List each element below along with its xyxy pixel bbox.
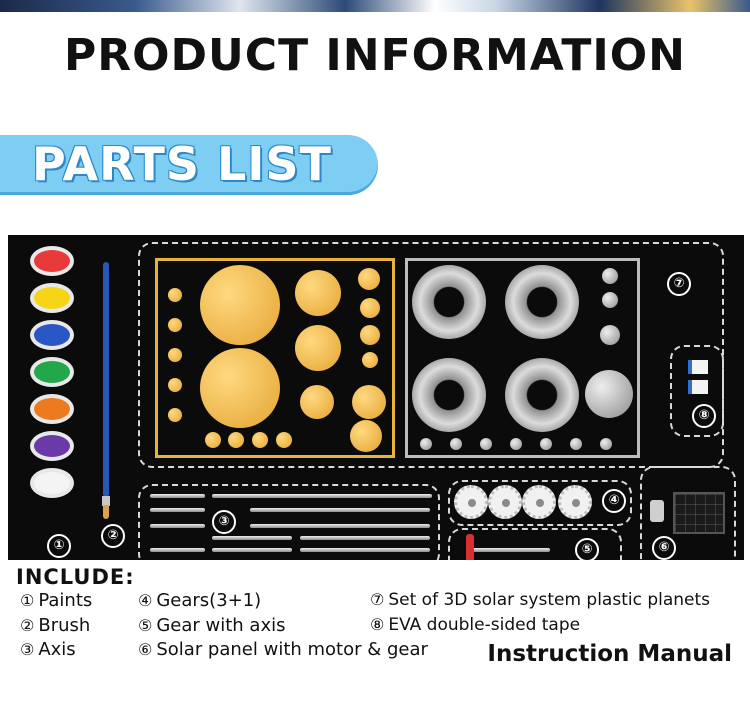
planet-part <box>420 438 432 450</box>
marker-1: ① <box>47 534 71 558</box>
paint-pot <box>30 320 74 350</box>
planet-part <box>602 268 618 284</box>
gear-icon <box>522 485 556 519</box>
marker-7: ⑦ <box>667 272 691 296</box>
paint-pot <box>30 394 74 424</box>
tape-piece <box>688 380 708 394</box>
brush-tip <box>103 505 109 519</box>
planet-part <box>168 408 182 422</box>
planet-part <box>352 385 386 419</box>
tape-region <box>670 345 724 437</box>
planet-part <box>200 348 280 428</box>
axis-rod <box>300 548 430 552</box>
marker-4: ④ <box>602 489 626 513</box>
planet-part <box>540 438 552 450</box>
planet-part <box>205 432 221 448</box>
axis-rod <box>150 548 205 552</box>
gear-icon <box>454 485 488 519</box>
tape-piece <box>688 360 708 374</box>
red-gear-icon <box>466 534 474 564</box>
solar-panel-icon <box>673 492 725 534</box>
axis-rod <box>300 536 430 540</box>
include-heading: INCLUDE: <box>16 565 135 589</box>
gears-region <box>448 480 632 526</box>
marker-2: ② <box>101 524 125 548</box>
planet-part <box>252 432 268 448</box>
parts-list-banner: PARTS LIST <box>0 135 378 195</box>
axis-rod <box>150 494 205 498</box>
axis-rod <box>250 508 430 512</box>
planet-part <box>276 432 292 448</box>
planet-part <box>510 438 522 450</box>
planet-part <box>360 325 380 345</box>
planet-part <box>168 348 182 362</box>
planet-part <box>358 268 380 290</box>
yellow-planet-frame <box>155 258 395 458</box>
planet-part <box>200 265 280 345</box>
planet-part <box>362 352 378 368</box>
planet-part <box>300 385 334 419</box>
planet-part <box>602 292 618 308</box>
planet-part <box>600 438 612 450</box>
axis-rod <box>150 524 205 528</box>
planet-ring-part <box>412 265 486 339</box>
paint-pot <box>30 468 74 498</box>
top-banner-strip <box>0 0 750 12</box>
planet-part <box>295 270 341 316</box>
planet-part <box>360 298 380 318</box>
brush-ferrule <box>102 496 110 506</box>
axis-rod <box>150 508 205 512</box>
planet-part <box>600 325 620 345</box>
marker-5: ⑤ <box>575 538 599 562</box>
gear-icon <box>488 485 522 519</box>
marker-3: ③ <box>212 510 236 534</box>
planet-part <box>585 370 633 418</box>
paint-pot <box>30 431 74 461</box>
planet-part <box>480 438 492 450</box>
axis-rod <box>250 524 430 528</box>
planet-part <box>295 325 341 371</box>
motor-icon <box>650 500 664 522</box>
planet-part <box>168 318 182 332</box>
axis-rod <box>212 536 292 540</box>
planet-part <box>450 438 462 450</box>
paint-pot <box>30 283 74 313</box>
marker-6: ⑥ <box>652 536 676 560</box>
planet-part <box>570 438 582 450</box>
planet-part <box>168 288 182 302</box>
axis-rod <box>212 548 292 552</box>
parts-list-label: PARTS LIST <box>32 137 332 191</box>
planet-part <box>228 432 244 448</box>
gray-planet-frame <box>405 258 640 458</box>
gear-icon <box>558 485 592 519</box>
planet-ring-part <box>505 265 579 339</box>
planet-part <box>350 420 382 452</box>
page-title: PRODUCT INFORMATION <box>64 30 686 81</box>
marker-8: ⑧ <box>692 404 716 428</box>
include-panel <box>8 560 744 668</box>
planet-ring-part <box>412 358 486 432</box>
brush-icon <box>103 262 109 497</box>
planet-part <box>168 378 182 392</box>
gear-axle <box>470 548 550 552</box>
instruction-manual-label: Instruction Manual <box>487 641 732 667</box>
paint-pot <box>30 357 74 387</box>
axis-rod <box>212 494 432 498</box>
planet-ring-part <box>505 358 579 432</box>
paint-pot <box>30 246 74 276</box>
